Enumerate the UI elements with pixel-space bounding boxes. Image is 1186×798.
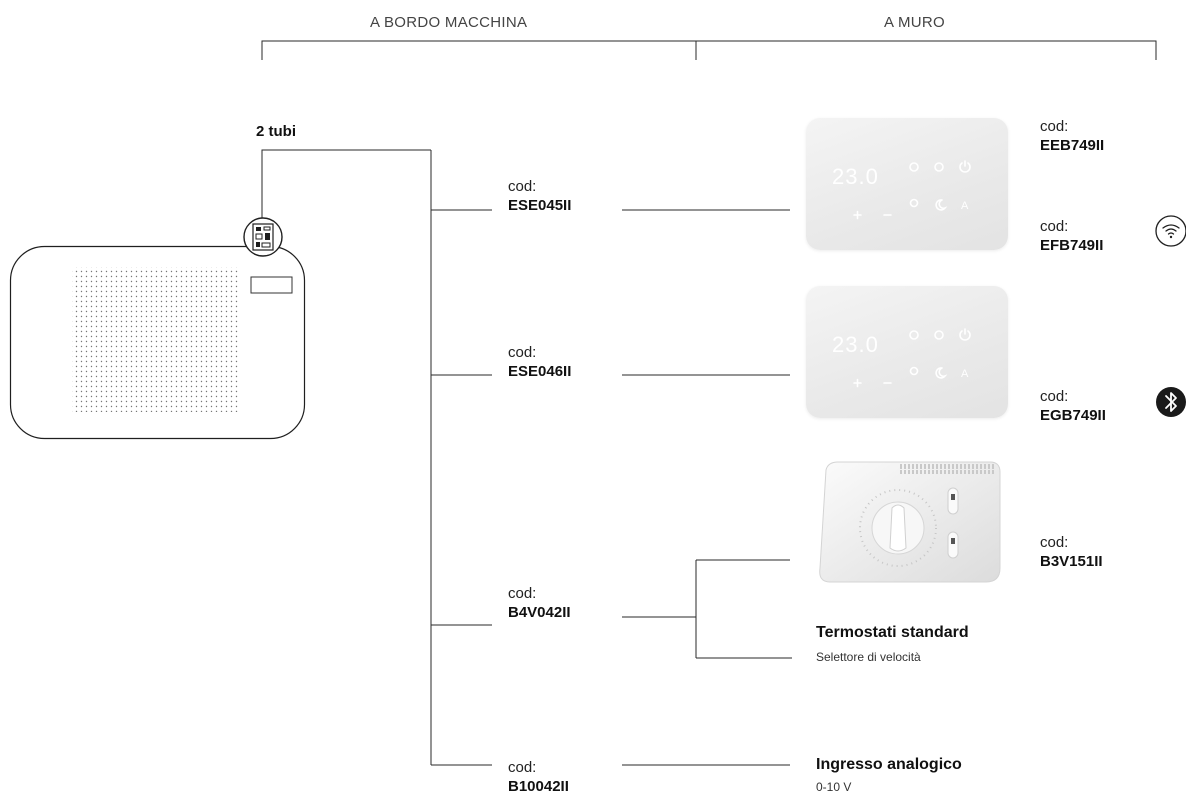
fork-3 [695, 559, 792, 659]
fan-coil-unit [9, 217, 306, 440]
code-value: B3V151II [1040, 553, 1103, 570]
pipes-label: 2 tubi [256, 123, 296, 140]
cod-label: cod: [1040, 118, 1069, 135]
cod-label: cod: [1040, 388, 1069, 405]
analog-input-title: Ingresso analogico [816, 756, 962, 773]
temperature-readout: 23.0 [832, 332, 879, 357]
machine-code-2: cod: ESE046II [508, 343, 571, 381]
code-value: EFB749II [1040, 237, 1104, 254]
unit-display [250, 276, 293, 294]
touch-thermostat-2: 23.0 A [806, 286, 1008, 418]
code-value: EGB749II [1040, 407, 1106, 424]
machine-code-3: cod: B4V042II [508, 584, 571, 622]
power-icon [959, 160, 971, 173]
standard-thermostat-subtitle: Selettore di velocità [816, 650, 921, 664]
control-board-icon [243, 217, 283, 257]
machine-code-4: cod: B10042II [508, 758, 569, 796]
temperature-readout: 23.0 [832, 164, 879, 189]
cod-label: cod: [1040, 218, 1069, 235]
header-label-on-board: A BORDO MACCHINA [370, 14, 528, 31]
fan-icon [909, 198, 919, 208]
code-value: B4V042II [508, 604, 571, 621]
auto-label: A [961, 368, 969, 380]
sun-icon [934, 162, 944, 172]
machine-code-1: cod: ESE045II [508, 177, 571, 215]
analog-input-subtitle: 0-10 V [816, 780, 852, 794]
wall-code-2: cod: EFB749II [1040, 217, 1103, 255]
bluetooth-icon [1156, 387, 1186, 417]
plus-icon [853, 210, 862, 220]
moon-icon [935, 367, 948, 379]
wall-code-1: cod: EEB749II [1040, 117, 1104, 155]
standard-thermostat-title: Termostati standard [816, 624, 969, 641]
cod-label: cod: [508, 585, 537, 602]
thermostat-dial [859, 489, 937, 567]
cod-label: cod: [508, 759, 537, 776]
wifi-icon [1155, 215, 1186, 247]
fan-icon [909, 366, 919, 376]
touch-thermostat-1: 23.0 A [806, 118, 1008, 250]
thermostat-switches [947, 487, 959, 559]
unit-grille [72, 267, 238, 412]
plus-icon [853, 378, 862, 388]
thermostat-face: 23.0 A [832, 160, 971, 220]
cod-label: cod: [1040, 534, 1069, 551]
power-icon [959, 328, 971, 341]
snowflake-icon [909, 330, 919, 340]
thermostat-face: 23.0 A [832, 328, 971, 388]
cod-label: cod: [508, 344, 537, 361]
sun-icon [934, 330, 944, 340]
cod-label: cod: [508, 178, 537, 195]
code-value: B10042II [508, 778, 569, 795]
code-value: ESE045II [508, 197, 572, 214]
header-bracket [261, 40, 1157, 60]
snowflake-icon [909, 162, 919, 172]
code-value: EEB749II [1040, 137, 1105, 154]
code-value: ESE046II [508, 363, 572, 380]
wall-code-4: cod: B3V151II [1040, 533, 1103, 571]
wall-code-3: cod: EGB749II [1040, 387, 1106, 425]
unit-connector [261, 149, 431, 220]
standard-thermostat [819, 461, 1001, 583]
thermostat-vent [898, 464, 994, 474]
auto-label: A [961, 200, 969, 212]
header-label-on-wall: A MURO [884, 14, 945, 31]
moon-icon [935, 199, 948, 211]
